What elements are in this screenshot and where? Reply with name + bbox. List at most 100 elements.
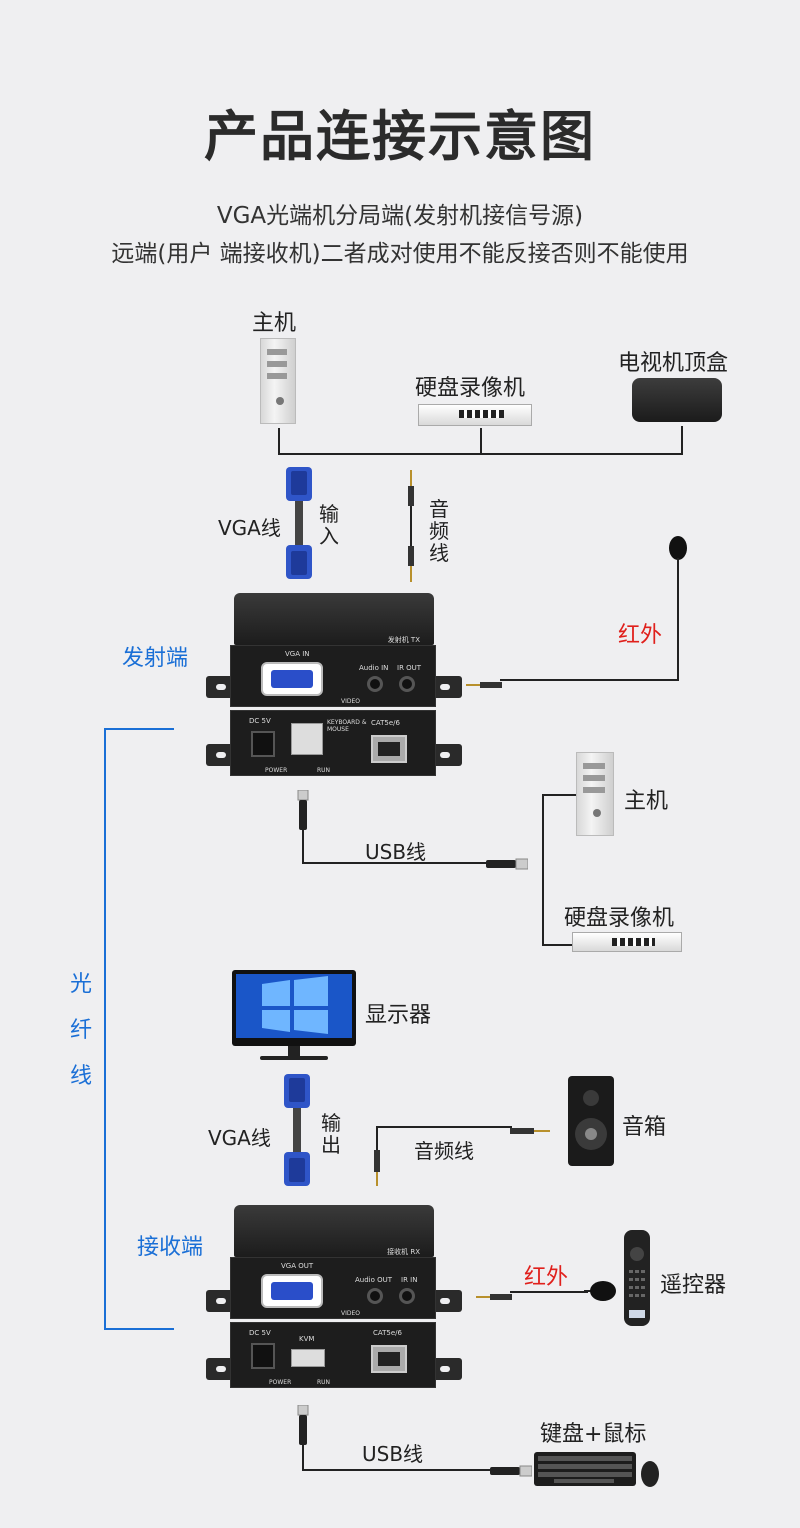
audio-cable-label-tx: 音频线 bbox=[429, 497, 449, 565]
connector-line bbox=[542, 944, 572, 946]
tx-tag: 发射机 TX bbox=[387, 636, 420, 644]
rx-device-top: 接收机 RX bbox=[234, 1205, 434, 1257]
usb-cable-line bbox=[302, 830, 304, 864]
tx-video-label: VIDEO bbox=[341, 698, 361, 705]
ir-plug-icon bbox=[476, 1287, 512, 1300]
connector-line bbox=[681, 426, 683, 454]
monitor-label: 显示器 bbox=[365, 1003, 432, 1028]
subtitle-line-2: 远端(用户 端接收机)二者成对使用不能反接否则不能使用 bbox=[111, 241, 689, 267]
nvr-icon bbox=[572, 932, 682, 952]
vga-cable-label-rx: VGA线 bbox=[208, 1126, 271, 1150]
rx-power-label: POWER bbox=[269, 1379, 292, 1386]
rx-rear-panel: DC 5V KVM CAT5e/6 POWER RUN bbox=[230, 1322, 436, 1388]
usb-plug-icon bbox=[490, 1463, 533, 1477]
output-label: 输出 bbox=[321, 1111, 341, 1157]
input-label: 输入 bbox=[319, 502, 339, 548]
rx-audio-jack bbox=[367, 1288, 383, 1304]
tx-vga-in-label: VGA IN bbox=[285, 650, 310, 658]
tx-usb-ports bbox=[291, 723, 323, 755]
monitor-icon bbox=[232, 970, 356, 1066]
rx-dc-jack bbox=[251, 1343, 275, 1369]
vga-cable-icon bbox=[280, 1074, 314, 1186]
connector-line bbox=[278, 453, 683, 455]
set-top-box-icon bbox=[632, 378, 722, 422]
fiber-line bbox=[104, 1328, 174, 1330]
usb-label-tx: USB线 bbox=[365, 840, 427, 864]
usb-plug-icon bbox=[486, 856, 529, 870]
rx-mount-ear-right-2 bbox=[430, 1358, 462, 1380]
connector-line bbox=[542, 794, 576, 796]
tx-run-label: RUN bbox=[317, 767, 331, 774]
rx-label: 接收端 bbox=[137, 1235, 204, 1260]
audio-cable-icon-tx bbox=[405, 470, 417, 582]
rx-front-panel: VGA OUT Audio OUT IR IN VIDEO bbox=[230, 1257, 436, 1319]
vga-cable-label-tx: VGA线 bbox=[218, 516, 281, 540]
usb-cable-line bbox=[302, 1469, 492, 1471]
vga-cable-icon bbox=[282, 467, 316, 579]
tx-ir-out-label: IR OUT bbox=[397, 664, 422, 672]
ir-emitter-icon bbox=[668, 536, 688, 570]
host-computer-icon bbox=[260, 338, 296, 424]
nvr-label-right: 硬盘录像机 bbox=[564, 906, 675, 931]
host-label-right: 主机 bbox=[624, 789, 669, 814]
subtitle-line-1: VGA光端机分局端(发射机接信号源) bbox=[216, 203, 584, 229]
nvr-icon bbox=[418, 404, 532, 426]
fiber-label: 光纤线 bbox=[69, 972, 92, 1089]
remote-label: 遥控器 bbox=[660, 1273, 727, 1298]
usb-cable-line bbox=[302, 862, 488, 864]
fiber-line bbox=[104, 728, 106, 1330]
tx-device-top: 发射机 TX bbox=[234, 593, 434, 645]
rx-cat-label: CAT5e/6 bbox=[373, 1329, 402, 1337]
rx-dc-label: DC 5V bbox=[249, 1329, 271, 1337]
ir-plug-icon bbox=[466, 675, 502, 688]
tx-front-panel: VGA IN Audio IN IR OUT VIDEO bbox=[230, 645, 436, 707]
tx-cat-label: CAT5e/6 bbox=[371, 719, 400, 727]
rx-mount-ear-right bbox=[430, 1290, 462, 1312]
rx-vga-out-label: VGA OUT bbox=[281, 1262, 314, 1270]
rx-kvm-label: KVM bbox=[299, 1335, 315, 1343]
tx-rear-panel: DC 5V KEYBOARD & MOUSE CAT5e/6 POWER RUN bbox=[230, 710, 436, 776]
tx-dc-label: DC 5V bbox=[249, 717, 271, 725]
rx-vga-port bbox=[261, 1274, 323, 1308]
rx-run-label: RUN bbox=[317, 1379, 331, 1386]
tx-mount-ear-right-2 bbox=[430, 744, 462, 766]
audio-cable-line bbox=[376, 1126, 512, 1128]
tx-dc-jack bbox=[251, 731, 275, 757]
remote-control-icon bbox=[624, 1230, 650, 1326]
usb-label-rx: USB线 bbox=[362, 1442, 424, 1466]
keyboard-mouse-label: 键盘+鼠标 bbox=[540, 1422, 647, 1447]
connector-line bbox=[480, 428, 482, 454]
connector-line bbox=[542, 794, 544, 946]
audio-cable-label-rx: 音频线 bbox=[414, 1139, 474, 1163]
rx-ir-label: 红外 bbox=[524, 1265, 569, 1290]
tx-kbd-label: KEYBOARD & MOUSE bbox=[327, 719, 367, 733]
tx-ir-label: 红外 bbox=[618, 623, 663, 648]
connector-line bbox=[278, 428, 280, 454]
audio-plug-icon bbox=[371, 1150, 383, 1186]
tx-vga-port bbox=[261, 662, 323, 696]
speaker-icon bbox=[568, 1076, 614, 1166]
rx-ir-jack bbox=[399, 1288, 415, 1304]
ir-cable-line bbox=[510, 1291, 588, 1293]
rx-video-label: VIDEO bbox=[341, 1310, 361, 1317]
rx-rj45-port bbox=[371, 1345, 407, 1373]
usb-plug-icon bbox=[296, 1404, 310, 1445]
rx-ir-in-label: IR IN bbox=[401, 1276, 418, 1284]
speaker-label: 音箱 bbox=[622, 1115, 667, 1140]
tx-label: 发射端 bbox=[122, 646, 189, 671]
fiber-line bbox=[104, 728, 174, 730]
ir-cable-line bbox=[677, 568, 679, 680]
page-title: 产品连接示意图 bbox=[204, 105, 596, 168]
rx-usb-port bbox=[291, 1349, 325, 1367]
usb-plug-icon bbox=[296, 789, 310, 830]
keyboard-mouse-icon bbox=[534, 1448, 660, 1488]
tx-mount-ear-right bbox=[430, 676, 462, 698]
stb-label: 电视机顶盒 bbox=[618, 351, 729, 376]
tx-audio-in-label: Audio IN bbox=[359, 664, 389, 672]
tx-audio-jack bbox=[367, 676, 383, 692]
tx-rj45-port bbox=[371, 735, 407, 763]
nvr-label-top: 硬盘录像机 bbox=[415, 376, 526, 401]
ir-cable-line bbox=[500, 679, 679, 681]
host-label-top: 主机 bbox=[252, 311, 297, 336]
rx-audio-out-label: Audio OUT bbox=[355, 1276, 393, 1284]
